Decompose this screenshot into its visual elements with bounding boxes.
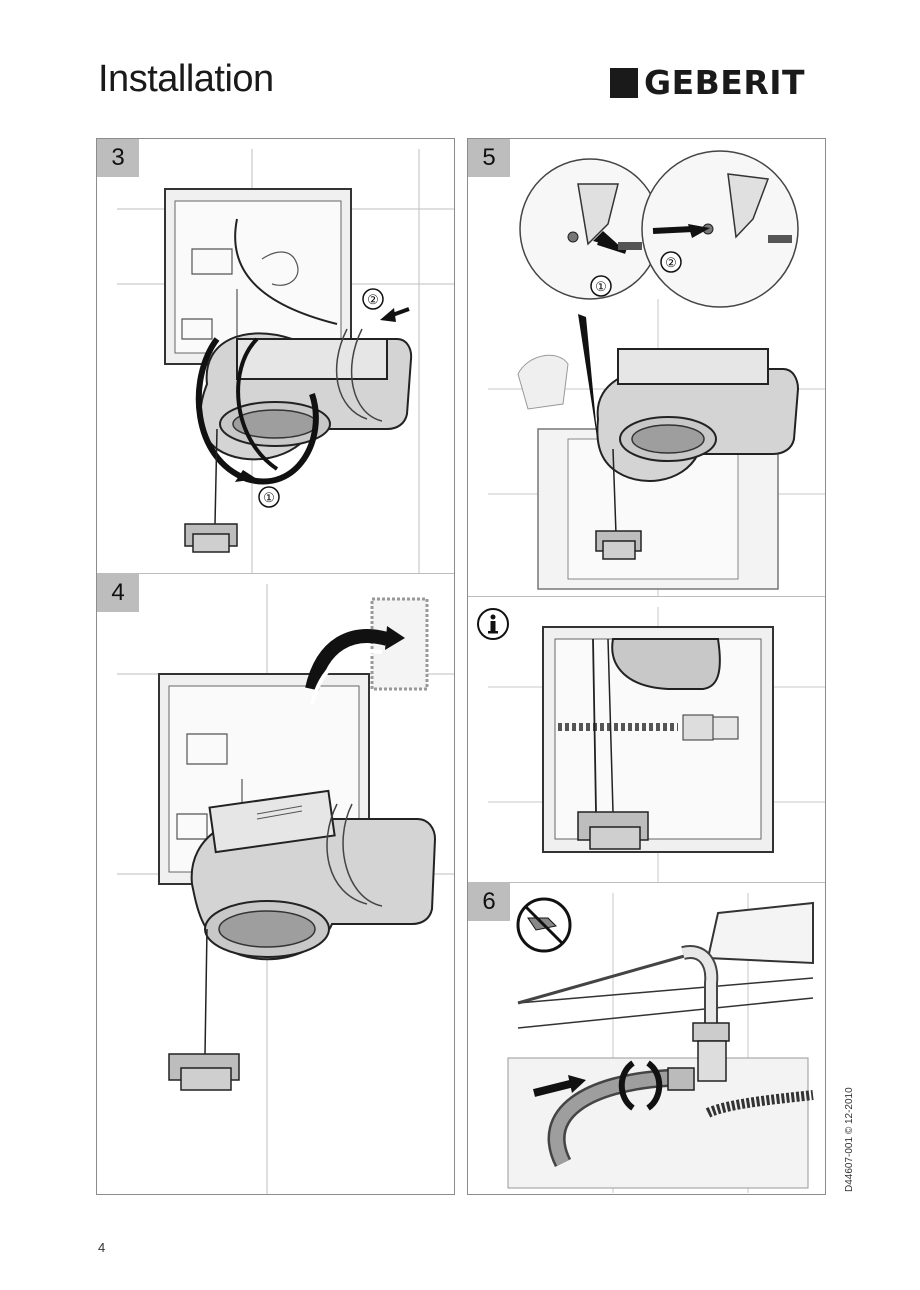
step-3-badge: 3: [97, 139, 139, 177]
page-title: Installation: [98, 58, 274, 100]
step-5-illustration: ① ②: [488, 150, 825, 596]
step-6-badge: 6: [468, 883, 510, 921]
step-3-illustration: ① ②: [117, 149, 454, 573]
document-reference: D44607-001 © 12-2010: [844, 1087, 855, 1192]
step-5-badge: 5: [468, 139, 510, 177]
info-icon: [477, 608, 509, 640]
step-divider: [468, 882, 825, 883]
geberit-logo: GEBERIT: [610, 66, 805, 100]
step-divider: [97, 573, 454, 574]
logo-square-icon: [610, 68, 638, 98]
step-4-badge: 4: [97, 574, 139, 612]
step-3-callout-1: ①: [263, 490, 275, 505]
left-column-panel: 3 ① ② 4: [96, 138, 455, 1195]
step-5-callout-1: ①: [595, 279, 607, 294]
right-column-panel: 5 ① ②: [467, 138, 826, 1195]
step-5-callout-2: ②: [665, 255, 677, 270]
section-divider: [468, 596, 825, 597]
step-4-illustration: [117, 584, 454, 1194]
page-number: 4: [98, 1240, 106, 1255]
step-6-illustration: [507, 893, 814, 1193]
logo-wordmark: GEBERIT: [644, 63, 806, 102]
step-3-callout-2: ②: [367, 292, 379, 307]
info-illustration: [488, 607, 825, 882]
